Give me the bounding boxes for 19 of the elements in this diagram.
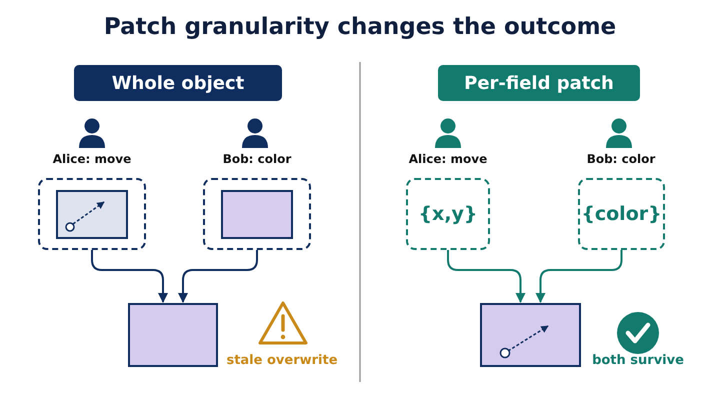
status-label: both survive — [592, 353, 684, 368]
patch-box: {color} — [578, 178, 665, 250]
object-box — [128, 303, 218, 367]
patch-box: {x,y} — [406, 178, 490, 250]
patch-box — [203, 178, 311, 250]
arrow — [536, 250, 622, 303]
user-label: Bob: color — [586, 152, 656, 166]
heading-band: Whole object — [74, 65, 282, 101]
arrow — [447, 250, 526, 303]
user-label: Bob: color — [222, 152, 292, 166]
arrow — [178, 250, 258, 303]
object-box — [480, 303, 581, 367]
heading-band: Per-field patch — [438, 65, 640, 101]
arrow — [91, 250, 168, 303]
patch-box — [38, 178, 146, 250]
user-label: Alice: move — [408, 152, 488, 166]
user-label: Alice: move — [52, 152, 132, 166]
title: Patch granularity changes the outcome — [102, 14, 618, 40]
status-label: stale overwrite — [226, 353, 338, 368]
